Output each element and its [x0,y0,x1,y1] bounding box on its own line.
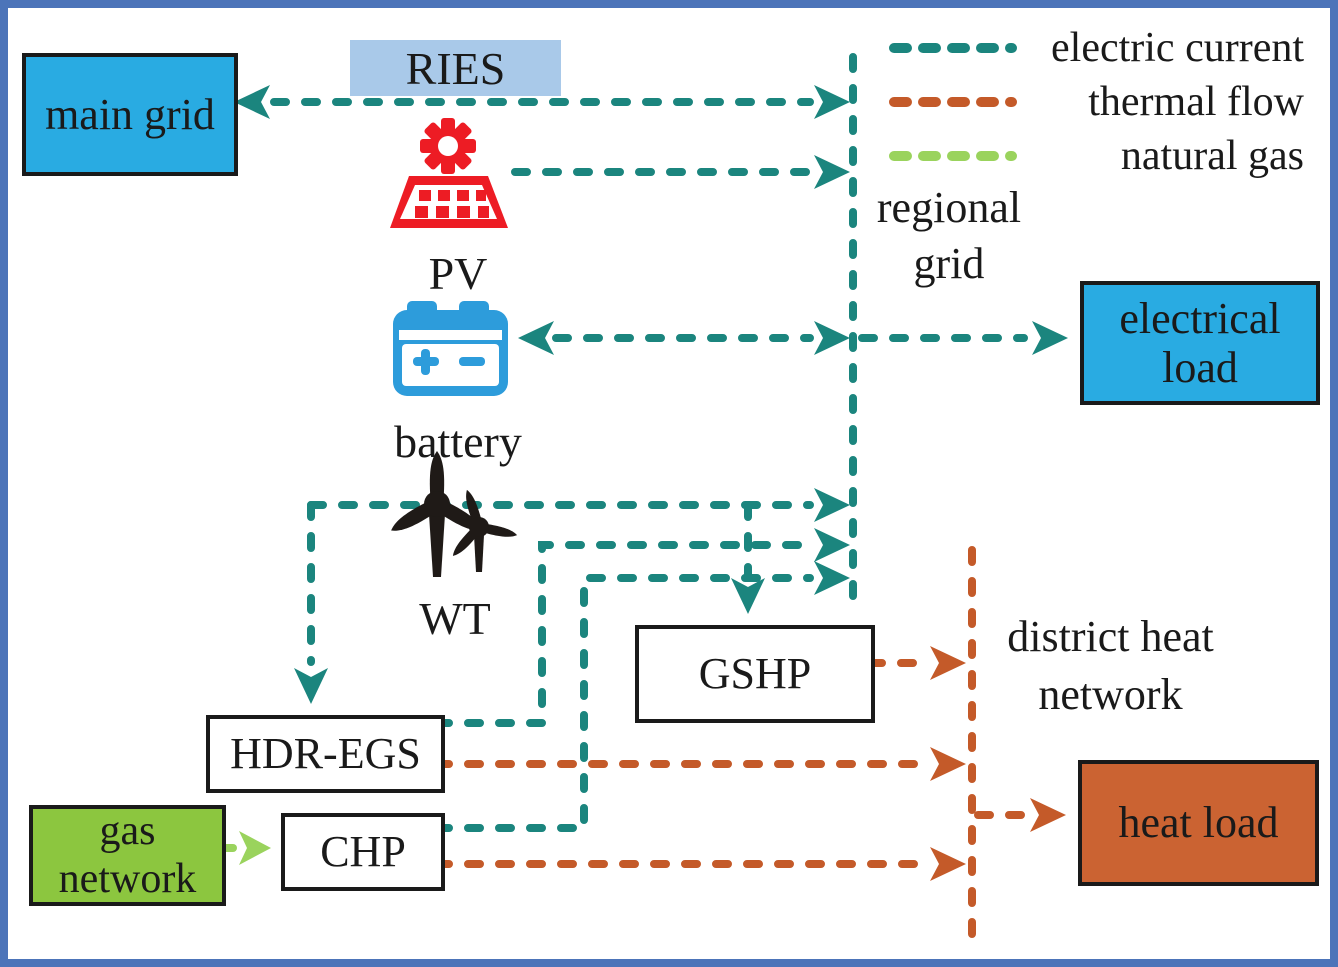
node-electrical-load: electrical load [1080,281,1320,405]
arrowhead-battery-into-grid [814,321,850,355]
arrowhead-into-chp [239,831,271,865]
electric-line-hdr-egs-out [433,541,814,727]
arrowhead-into-electrical-load [1032,321,1068,355]
solar-panel-icon [390,118,508,228]
battery-label: battery [394,416,522,467]
ries-title: RIES [350,40,561,96]
battery-icon [393,301,508,396]
natural-gas-swatch [889,151,1017,161]
electrical-load-label: electrical load [1119,293,1281,392]
heat-load-label: heat load [1118,798,1279,848]
hdr-egs-label: HDR-EGS [230,729,421,779]
wt-label: WT [419,593,491,644]
electric-current-swatch [889,43,1017,53]
legend-item-thermal-flow: thermal flow [888,75,1304,129]
legend: electric current thermal flow natural ga… [888,21,1304,183]
district-heat-network-label: district heat network [1007,612,1214,720]
node-heat-load: heat load [1078,760,1319,886]
turbine-small [452,489,518,572]
arrowhead-hdr-egs-into-heat-bus [930,747,966,781]
main-grid-label: main grid [45,89,215,139]
arrowhead-wt-into-grid [814,488,850,522]
legend-label-electric-current: electric current [1051,25,1304,71]
arrowhead-pv-into-grid [814,155,850,189]
thermal-flow-swatch [889,97,1017,107]
arrowhead-chp-into-heat-bus [930,847,966,881]
panel-glyph [390,176,508,228]
node-chp: CHP [281,813,445,891]
arrowhead-main-into-grid [814,85,850,119]
arrowhead-into-heat-load [1030,798,1066,832]
arrowhead-into-battery [518,321,554,355]
arrowhead-into-main-grid [234,85,270,119]
gas-network-label: gas network [58,808,197,902]
node-hdr-egs: HDR-EGS [206,715,445,793]
gshp-label: GSHP [698,649,812,699]
pv-label: PV [428,248,488,299]
legend-label-natural-gas: natural gas [1120,133,1304,179]
legend-label-thermal-flow: thermal flow [1088,79,1304,125]
arrowhead-gshp-into-heat-bus [930,646,966,680]
node-gas-network: gas network [29,805,226,906]
arrowhead-chp-into-grid [814,561,850,595]
regional-grid-label: regional grid [876,183,1022,289]
arrowhead-hdr-egs-into-grid [814,528,850,562]
ries-title-text: RIES [405,42,506,94]
legend-item-natural-gas: natural gas [888,129,1304,183]
arrowhead-into-gshp [731,578,765,614]
arrowhead-into-hdr-egs [294,668,328,704]
chp-label: CHP [320,827,406,877]
node-main-grid: main grid [22,53,238,176]
sun-glyph [420,118,476,174]
legend-item-electric-current: electric current [888,21,1304,75]
node-gshp: GSHP [635,625,875,723]
electric-line-chp-out [433,574,814,832]
wind-turbine-icon [391,451,518,577]
